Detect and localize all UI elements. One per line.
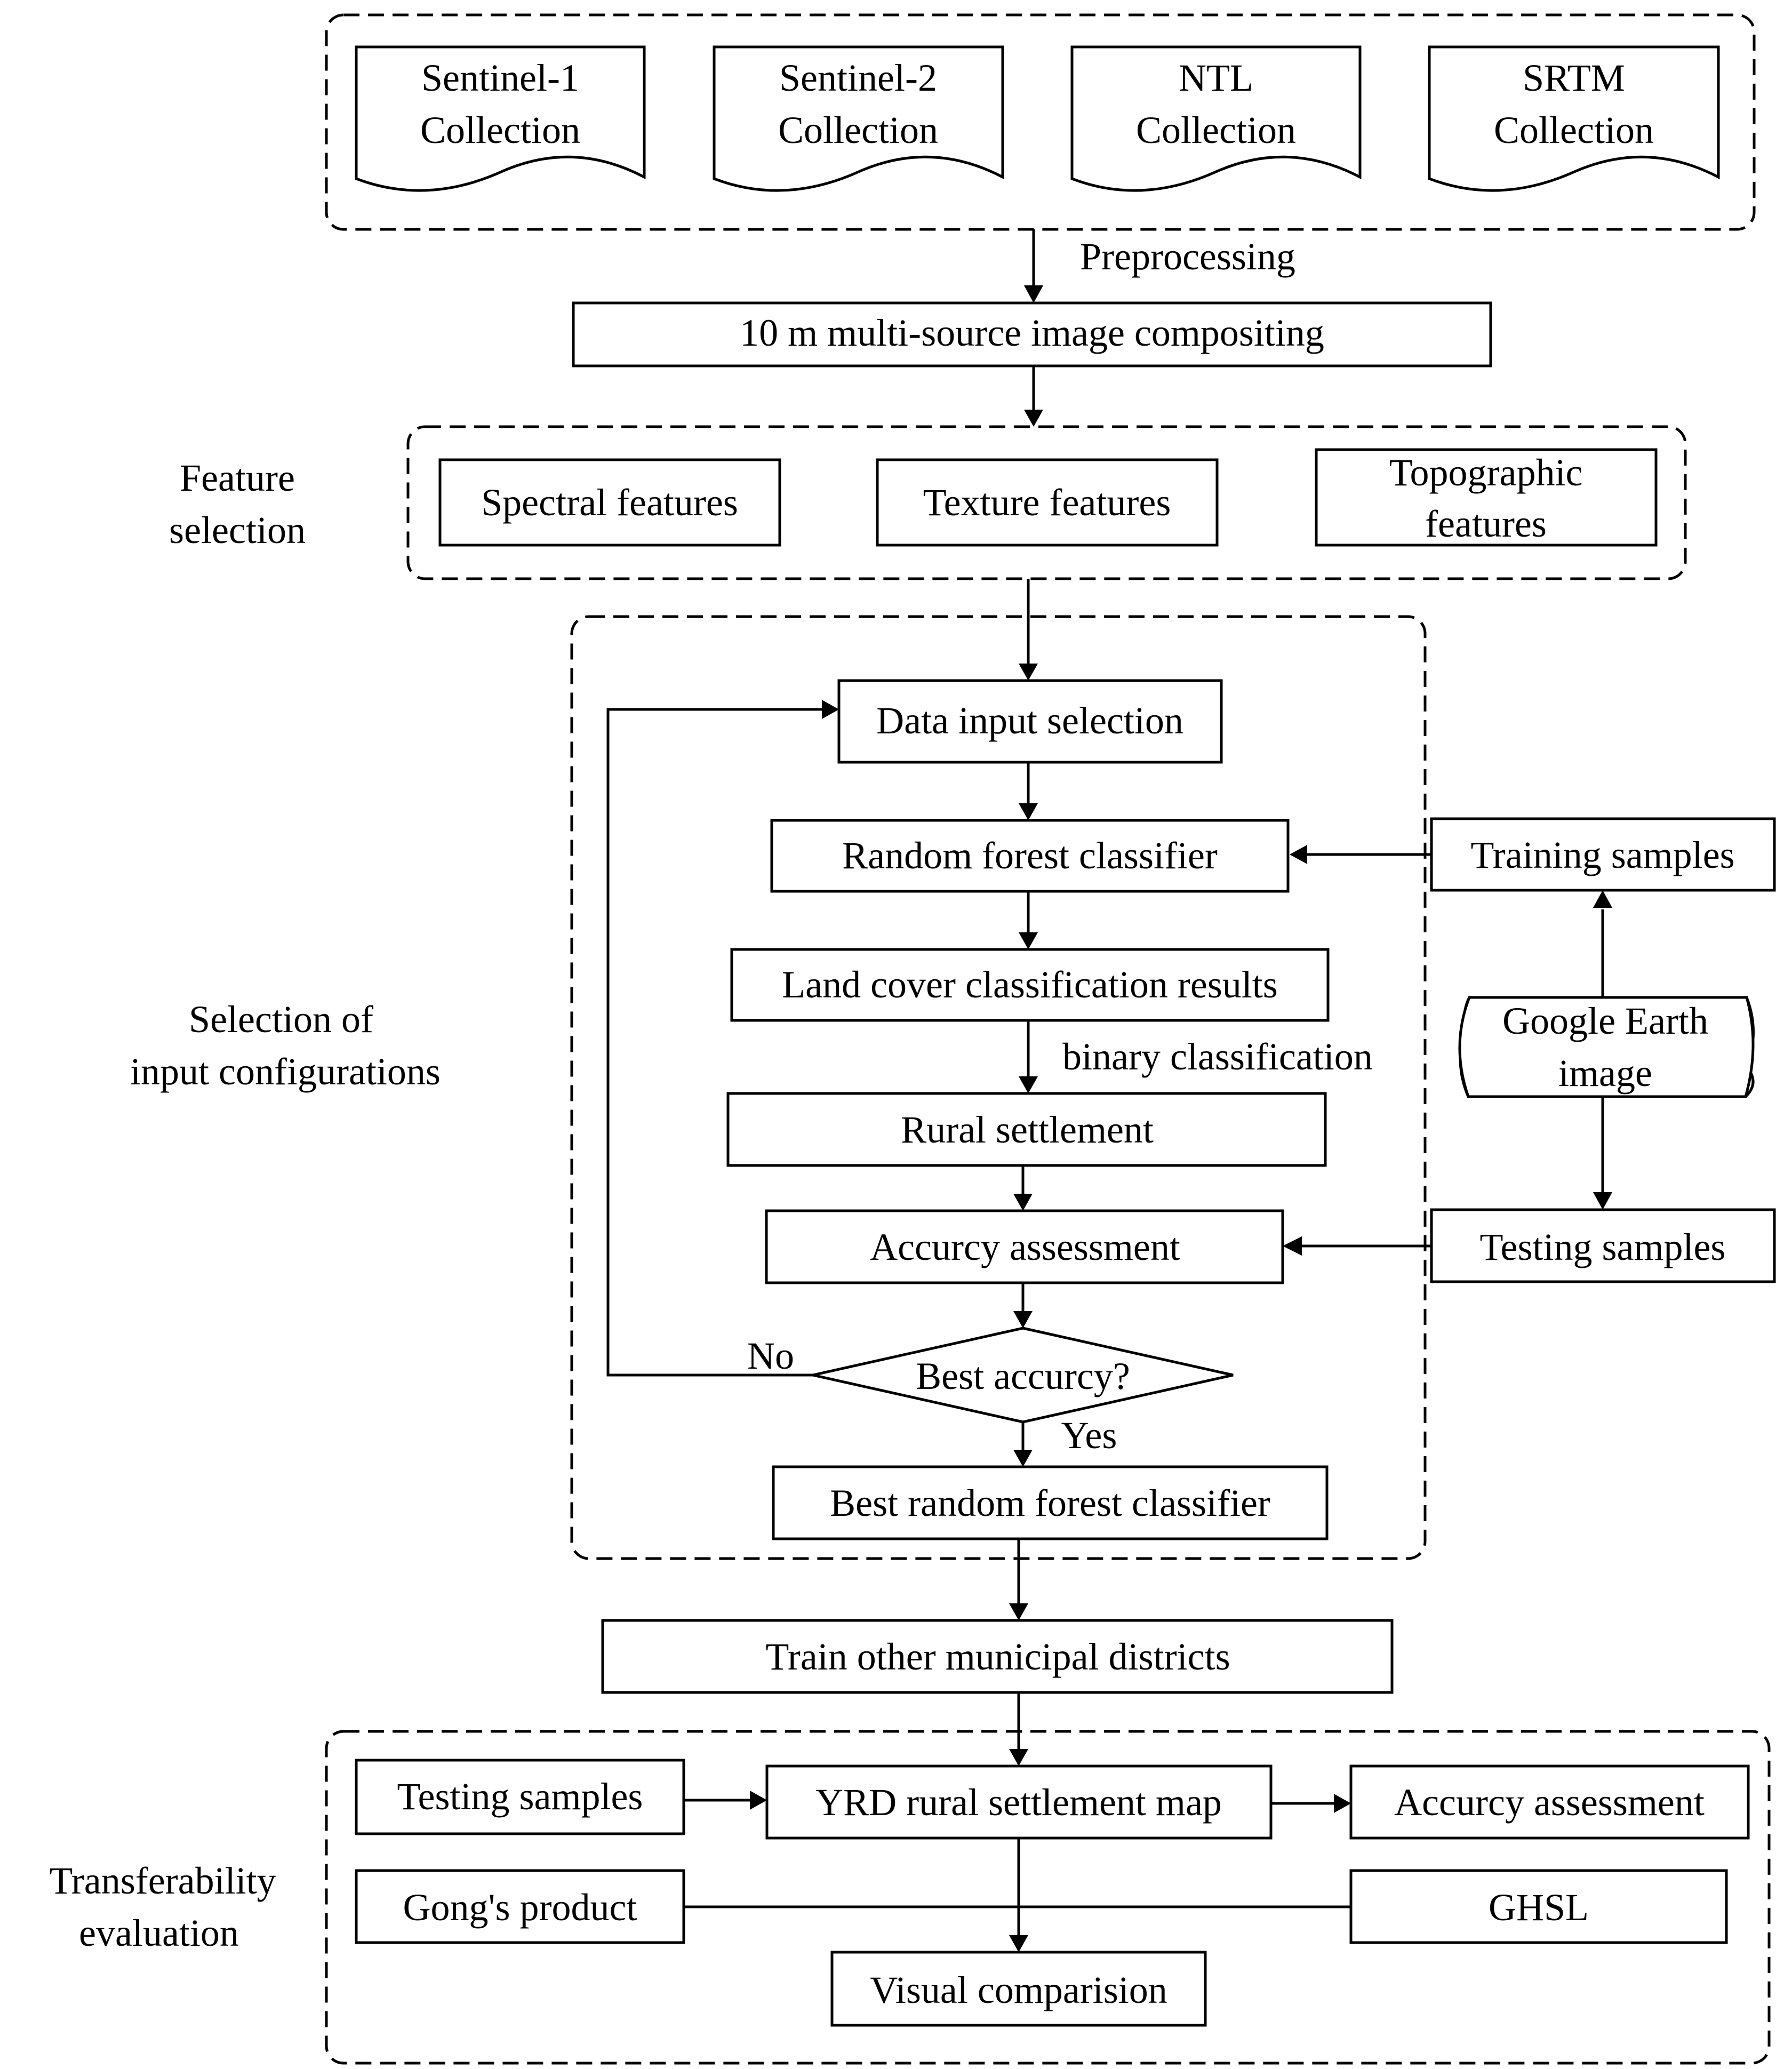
- testing-samples2-label: Testing samples: [397, 1775, 643, 1818]
- transferability-title: evaluation: [79, 1912, 239, 1954]
- data-input-box: [837, 679, 1223, 764]
- land-cover-label: Land cover classification results: [782, 963, 1278, 1006]
- texture-box: [876, 458, 1219, 547]
- train-other-box: [601, 1619, 1394, 1694]
- gong-label: Gong's product: [403, 1886, 637, 1929]
- visual-label: Visual comparision: [870, 1969, 1167, 2011]
- compositing-box: [572, 301, 1492, 368]
- selection-title: Selection of: [189, 998, 373, 1041]
- training-samples-label: Training samples: [1470, 834, 1734, 876]
- google-earth-label: Google Earth: [1502, 1000, 1708, 1042]
- source-subtitle: Collection: [778, 109, 938, 151]
- source-doc-sentinel1: Sentinel-1 Collection: [355, 45, 646, 192]
- data-input-label: Data input selection: [876, 699, 1183, 742]
- best-rf-box: [772, 1465, 1329, 1540]
- best-accuracy-question: Best accurcy?: [916, 1355, 1130, 1397]
- feature-group: [406, 425, 1687, 580]
- rural-label: Rural settlement: [901, 1108, 1154, 1151]
- transfer-group: [325, 1730, 1771, 2065]
- yes-label: Yes: [1061, 1414, 1117, 1457]
- no-label: No: [747, 1335, 794, 1377]
- best-rf-label: Best random forest classifier: [830, 1482, 1270, 1524]
- source-doc-ntl: NTL Collection: [1070, 45, 1362, 192]
- preprocessing-label: Preprocessing: [1080, 235, 1295, 278]
- selection-title: input configurations: [130, 1050, 441, 1093]
- source-doc-srtm: SRTM Collection: [1428, 45, 1720, 192]
- feature-selection-title: selection: [169, 509, 306, 552]
- topographic-box: [1315, 448, 1658, 547]
- accuracy-label: Accurcy assessment: [870, 1226, 1180, 1268]
- train-other-label: Train other municipal districts: [765, 1635, 1230, 1678]
- land-cover-box: [730, 948, 1330, 1022]
- testing-samples2-box: [355, 1759, 685, 1835]
- sources-group: [325, 13, 1756, 231]
- texture-label: Texture features: [923, 481, 1171, 524]
- google-earth-label: image: [1558, 1052, 1652, 1095]
- accuracy2-box: [1349, 1764, 1750, 1840]
- source-title: NTL: [1179, 57, 1253, 99]
- ghsl-label: GHSL: [1489, 1886, 1589, 1929]
- source-subtitle: Collection: [1136, 109, 1296, 151]
- feature-selection-title: Feature: [180, 457, 295, 499]
- spectral-box: [438, 458, 781, 547]
- accuracy-box: [765, 1209, 1284, 1284]
- compositing-label: 10 m multi-source image compositing: [740, 311, 1324, 354]
- source-title: SRTM: [1523, 57, 1625, 99]
- rural-box: [726, 1092, 1327, 1167]
- visual-box: [830, 1951, 1207, 2027]
- yrd-map-box: [765, 1764, 1273, 1840]
- training-samples-box: [1430, 817, 1776, 892]
- yrd-map-label: YRD rural settlement map: [815, 1781, 1222, 1824]
- topographic-label: features: [1425, 502, 1547, 545]
- rf-classifier-box: [770, 819, 1290, 893]
- source-title: Sentinel-1: [421, 57, 579, 99]
- source-subtitle: Collection: [420, 109, 580, 151]
- ghsl-box: [1349, 1869, 1728, 1944]
- accuracy2-label: Accurcy assessment: [1394, 1781, 1705, 1824]
- source-doc-sentinel2: Sentinel-2 Collection: [713, 45, 1004, 192]
- source-subtitle: Collection: [1494, 109, 1654, 151]
- selection-group: [570, 615, 1427, 1560]
- source-title: Sentinel-2: [779, 57, 937, 99]
- binary-label: binary classification: [1062, 1035, 1373, 1078]
- rf-classifier-label: Random forest classifier: [842, 834, 1218, 877]
- spectral-label: Spectral features: [481, 481, 738, 524]
- transferability-title: Transferability: [49, 1859, 276, 1902]
- topographic-label: Topographic: [1389, 451, 1583, 494]
- testing-samples-label: Testing samples: [1480, 1226, 1726, 1268]
